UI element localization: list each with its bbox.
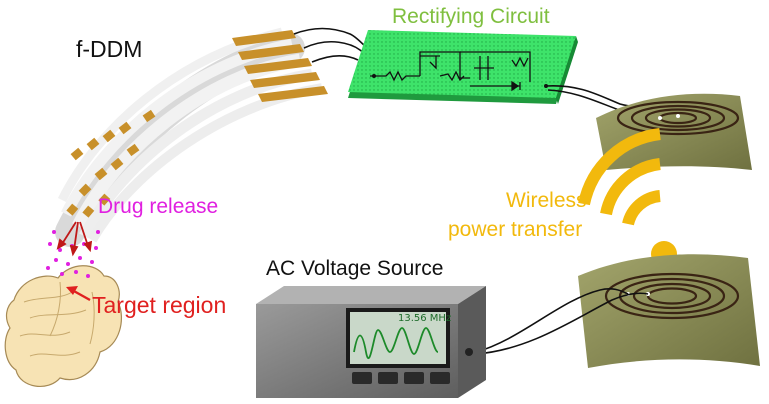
f-ddm-device xyxy=(55,27,328,247)
frequency-readout: 13.56 MHz xyxy=(398,313,452,324)
drug-release-arrows xyxy=(56,221,93,257)
electrode-pads xyxy=(66,109,156,218)
brain-illustration xyxy=(4,265,122,387)
drug-particles xyxy=(46,230,100,278)
transmitter-coil-icon xyxy=(578,254,760,368)
wireless-label-line2: power transfer xyxy=(448,218,583,241)
ribbon-connectors xyxy=(232,30,328,102)
f-ddm-label: f-DDM xyxy=(76,36,143,62)
receiver-coil-icon xyxy=(596,93,752,170)
output-port xyxy=(465,348,473,356)
circuit-traces xyxy=(370,51,531,92)
ac-voltage-source-label: AC Voltage Source xyxy=(266,257,444,280)
rectifying-circuit-board xyxy=(348,30,578,104)
target-region-arrow xyxy=(66,286,91,302)
wireless-label-line1: Wireless xyxy=(506,189,587,212)
sine-waveform xyxy=(353,327,439,359)
ac-voltage-source-device xyxy=(256,286,486,398)
wires-source-to-transmitter xyxy=(475,287,649,355)
target-region-label: Target region xyxy=(92,292,227,318)
drug-release-label: Drug release xyxy=(98,195,219,218)
rectifying-circuit-label: Rectifying Circuit xyxy=(392,5,550,28)
wifi-signal-icon xyxy=(578,128,661,226)
